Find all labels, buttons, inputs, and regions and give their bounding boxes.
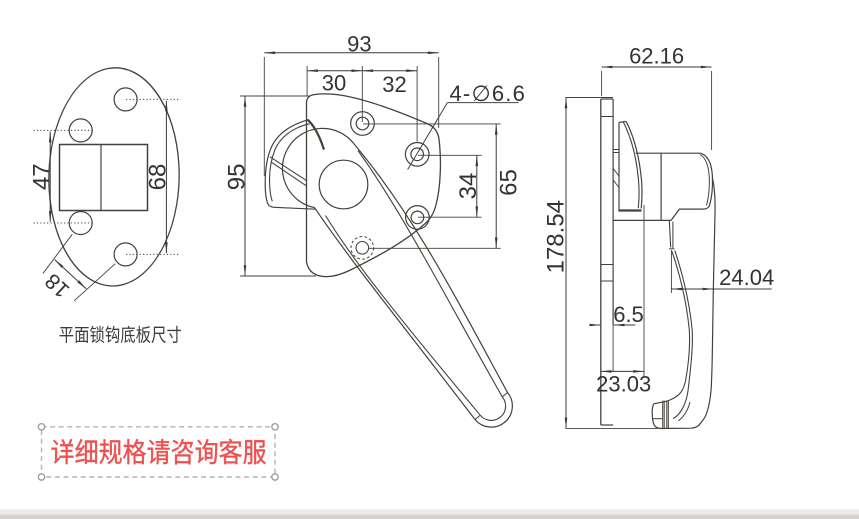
svg-text:178.54: 178.54 — [543, 200, 570, 273]
svg-text:62.16: 62.16 — [629, 44, 684, 69]
svg-text:32: 32 — [382, 72, 406, 97]
svg-text:4-∅6.6: 4-∅6.6 — [450, 81, 527, 106]
svg-text:95: 95 — [223, 164, 250, 191]
svg-text:23.03: 23.03 — [596, 372, 651, 397]
svg-text:93: 93 — [347, 32, 371, 57]
svg-text:30: 30 — [322, 71, 346, 96]
svg-text:24.04: 24.04 — [719, 265, 774, 290]
svg-text:68: 68 — [145, 164, 172, 191]
svg-text:47: 47 — [28, 163, 55, 190]
svg-text:65: 65 — [496, 169, 523, 196]
svg-text:34: 34 — [455, 173, 482, 200]
svg-text:6.5: 6.5 — [613, 302, 644, 327]
